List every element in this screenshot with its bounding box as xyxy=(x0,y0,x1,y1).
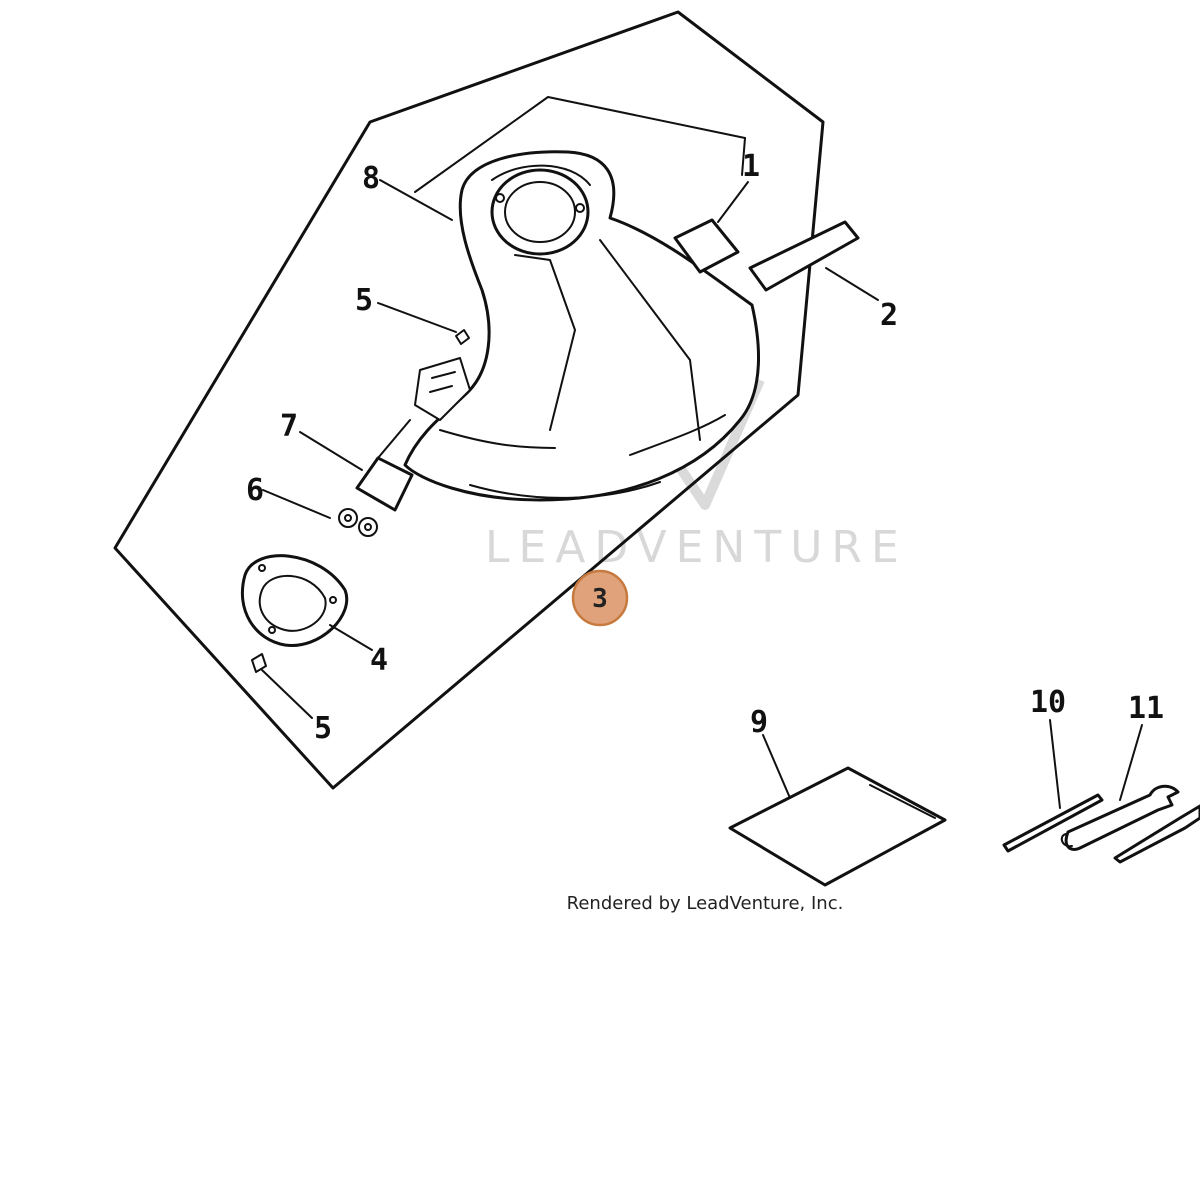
manual-part-9 xyxy=(728,766,947,887)
callout-4: 4 xyxy=(370,643,388,678)
watermark: LEADVENTURE xyxy=(485,377,908,573)
watermark-text: LEADVENTURE xyxy=(485,522,908,573)
screw-part-5-lower xyxy=(251,653,267,673)
callout-3[interactable]: 3 xyxy=(592,584,608,614)
gasket-part-4 xyxy=(240,554,349,647)
shield-part xyxy=(403,150,760,502)
callout-8: 8 xyxy=(362,161,380,196)
callout-5-lower: 5 xyxy=(314,711,332,746)
tools-part-11 xyxy=(1060,784,1200,864)
rod-part-10 xyxy=(1002,793,1104,853)
callout-9: 9 xyxy=(750,705,768,740)
leader-lines xyxy=(261,96,1143,809)
callout-6: 6 xyxy=(246,473,264,508)
plate-part-7 xyxy=(355,456,414,512)
nuts-part-6 xyxy=(338,508,378,537)
highlight-badge[interactable] xyxy=(571,569,629,627)
credit-text: Rendered by LeadVenture, Inc. xyxy=(566,893,844,914)
assembly-outline xyxy=(113,10,825,790)
callout-11: 11 xyxy=(1128,691,1164,726)
callout-labels: 1 2 4 5 5 6 7 8 9 10 11 xyxy=(246,149,1164,746)
callout-3-highlight[interactable]: 3 xyxy=(571,569,629,627)
label-pad-part-1 xyxy=(673,218,740,274)
callout-1: 1 xyxy=(742,149,760,184)
callout-7: 7 xyxy=(280,409,298,444)
callout-2: 2 xyxy=(880,298,898,333)
strip-part-2 xyxy=(748,220,860,292)
screw-part-5-upper xyxy=(455,329,470,345)
callout-10: 10 xyxy=(1030,685,1066,720)
callout-5-upper: 5 xyxy=(355,283,373,318)
